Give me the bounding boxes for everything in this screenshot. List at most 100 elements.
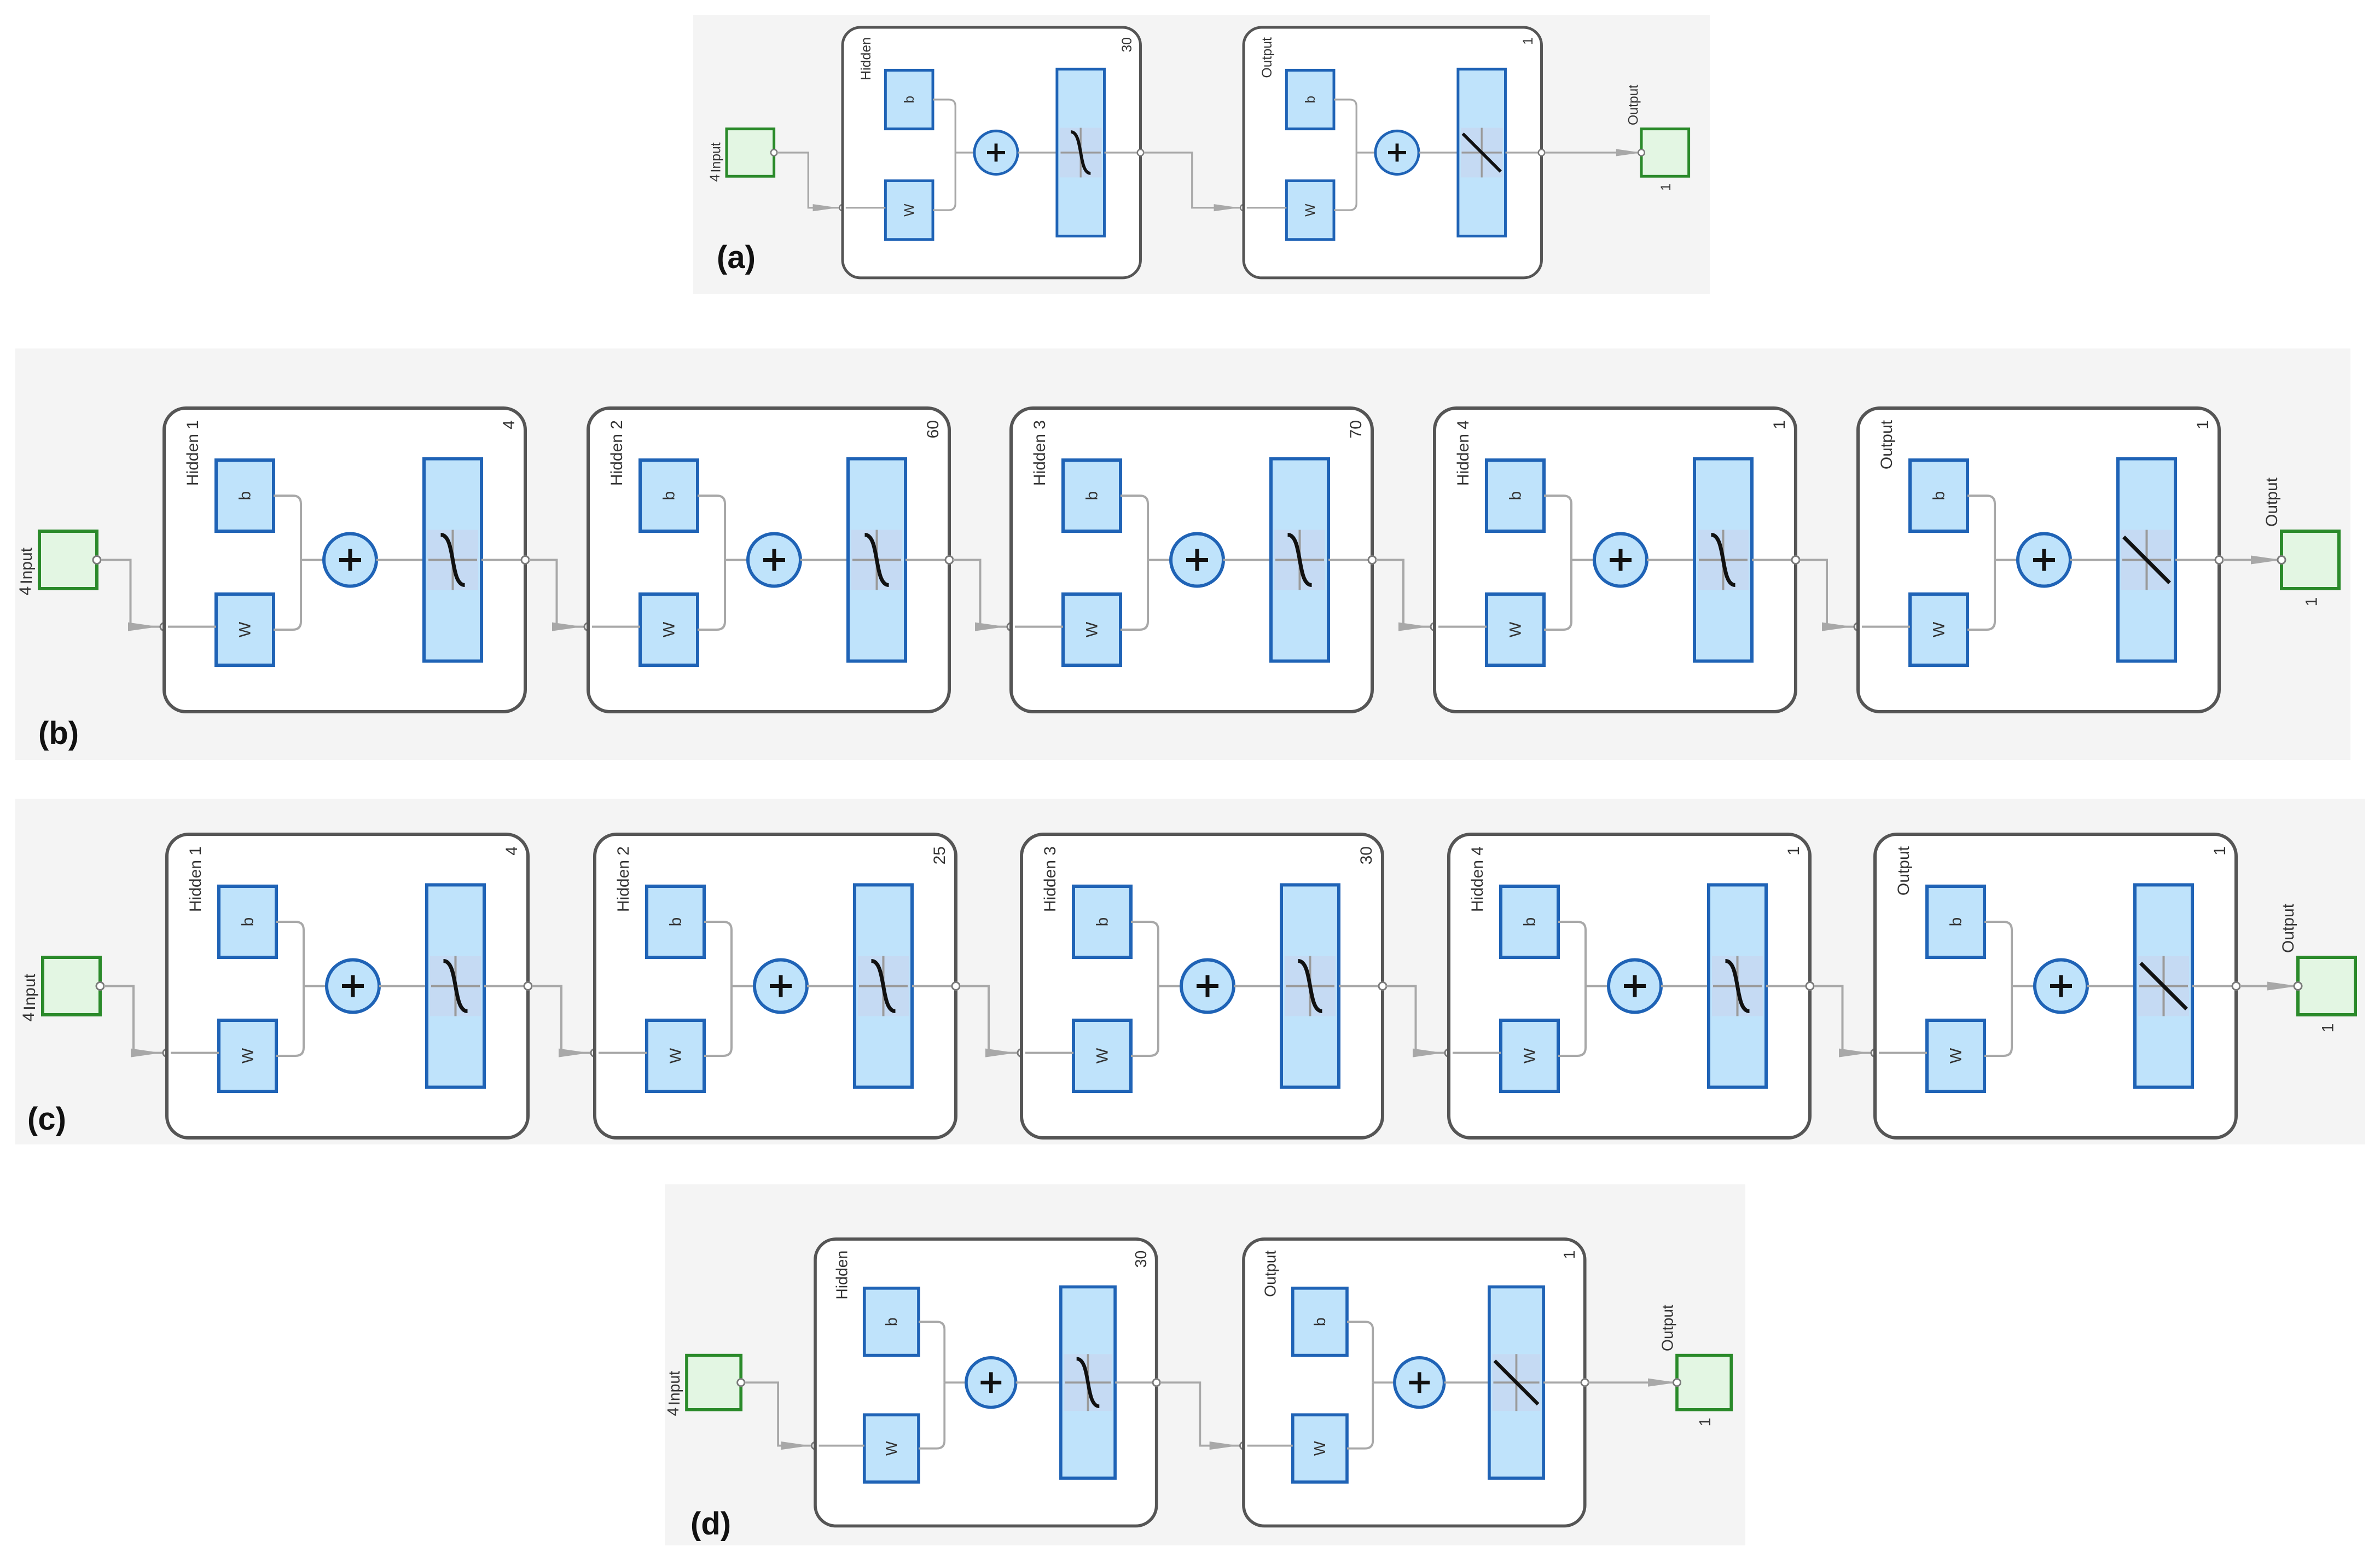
input-label: Input <box>18 547 36 584</box>
input-label: Input <box>666 1371 683 1405</box>
bias-label: b <box>667 917 685 927</box>
bias-label: b <box>1311 1317 1329 1326</box>
output-size: 1 <box>1659 183 1674 191</box>
signal-wire <box>276 986 305 1057</box>
connector-dot <box>1580 1378 1589 1387</box>
connector-dot <box>520 555 530 565</box>
layer-size: 1 <box>1561 1251 1578 1259</box>
signal-wire <box>1544 560 1572 631</box>
bias-label: b <box>1930 491 1948 501</box>
signal-wire <box>1131 986 1159 1057</box>
arrowhead <box>1839 1048 1870 1057</box>
input-size: 4 <box>665 1408 682 1416</box>
connector-dot <box>951 981 961 991</box>
layer-size: 1 <box>1521 37 1536 45</box>
panel-label: (c) <box>27 1101 66 1137</box>
input-node <box>685 1353 743 1411</box>
signal-wire <box>1544 495 1572 560</box>
input-label: Input <box>21 973 39 1010</box>
bias-label: b <box>239 917 257 927</box>
weight-label: W <box>1947 1048 1965 1063</box>
connector-dot <box>944 555 954 565</box>
bias-block <box>1291 1286 1349 1357</box>
input-size: 4 <box>20 1013 38 1022</box>
layer-name: Hidden 2 <box>608 420 626 486</box>
arrowhead <box>1413 1048 1443 1057</box>
output-node <box>1640 127 1691 178</box>
layer-size: 60 <box>924 420 942 438</box>
layer-size: 30 <box>1120 37 1135 53</box>
weight-label: W <box>1930 621 1948 637</box>
layer-name: Hidden <box>834 1251 851 1300</box>
linear-curve <box>1493 1359 1540 1406</box>
arrowhead <box>1209 1441 1239 1450</box>
bias-label: b <box>902 96 917 103</box>
weight-block <box>1499 1019 1560 1093</box>
connector-dot <box>92 555 102 565</box>
panel-label: (a) <box>717 240 756 275</box>
signal-wire <box>1558 986 1587 1057</box>
connector-dot <box>95 981 105 991</box>
connector-dot <box>2214 555 2224 565</box>
layer-name: Hidden 1 <box>184 420 202 486</box>
sigmoid-curve <box>1710 533 1736 587</box>
signal-wire <box>704 921 733 986</box>
signal-wire <box>933 98 956 153</box>
layer-name: Hidden 4 <box>1454 420 1472 486</box>
connector-dot <box>736 1378 746 1387</box>
bias-block <box>862 1286 920 1357</box>
layer-name: Hidden 3 <box>1031 420 1049 486</box>
sigmoid-curve <box>1725 959 1750 1013</box>
plus-icon <box>2016 532 2072 588</box>
linear-line-icon <box>1488 1285 1545 1480</box>
weight-block <box>1925 1019 1986 1093</box>
connector-dot <box>1672 1378 1682 1387</box>
linear-line-icon <box>2133 883 2194 1089</box>
layer-size: 4 <box>503 846 521 856</box>
plus-icon <box>2033 958 2089 1014</box>
sigmoid-curve <box>1297 959 1323 1013</box>
output-size: 1 <box>2319 1024 2337 1033</box>
weight-block <box>1061 592 1122 667</box>
bias-label: b <box>883 1317 901 1326</box>
linear-line-icon <box>2116 457 2177 663</box>
connector-dot <box>2231 981 2241 991</box>
sigmoid-curve-icon <box>1059 1285 1117 1480</box>
layer-size: 70 <box>1347 420 1365 438</box>
weight-block <box>862 1413 920 1484</box>
plus-icon <box>1374 129 1420 176</box>
plus-icon <box>1180 958 1235 1014</box>
layer-name: Output <box>1262 1251 1280 1297</box>
signal-wire <box>274 495 302 560</box>
connector-dot <box>2277 555 2286 565</box>
plus-icon <box>1593 532 1648 588</box>
bias-block <box>638 458 699 533</box>
arrowhead <box>1214 204 1239 212</box>
output-node <box>2280 530 2341 590</box>
sigmoid-curve-icon <box>1269 457 1330 663</box>
layer-size: 4 <box>500 420 518 429</box>
arrowhead <box>559 1048 589 1057</box>
layer-size: 1 <box>2211 846 2229 856</box>
weight-label: W <box>1303 204 1318 217</box>
signal-wire <box>1121 495 1149 560</box>
signal-wire <box>1334 98 1357 153</box>
input-node <box>725 127 776 178</box>
signal-wire <box>1347 1382 1374 1450</box>
connector-dot <box>523 981 533 991</box>
panel-label: (b) <box>38 716 79 751</box>
arrowhead <box>131 1048 161 1057</box>
bias-label: b <box>1521 917 1539 927</box>
sigmoid-curve-icon <box>1055 67 1106 238</box>
signal-wire <box>1967 495 1996 560</box>
